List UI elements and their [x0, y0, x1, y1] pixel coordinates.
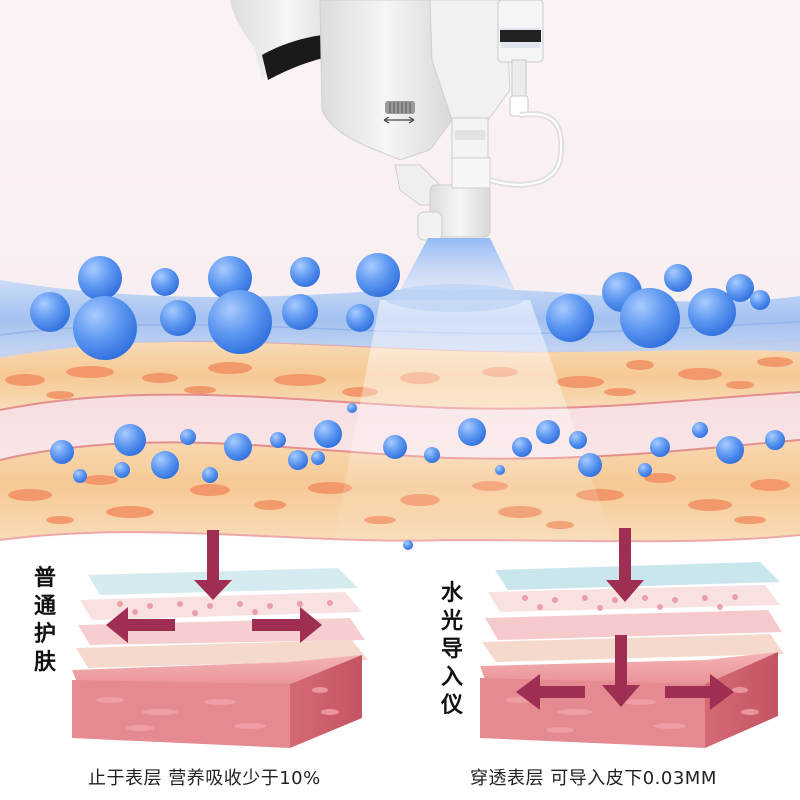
syringe-tip [511, 59, 527, 101]
block-cells [117, 600, 333, 616]
block-layer [482, 634, 784, 662]
block-texture [506, 687, 759, 733]
arrow-down-icon [194, 530, 232, 600]
block-layer [76, 640, 368, 668]
neck-ring [455, 130, 485, 140]
skin-block-water-light [480, 562, 784, 748]
arrows-water-light [516, 528, 734, 710]
fluid-tube-inner [489, 113, 563, 186]
nozzle-tip [451, 157, 491, 189]
fluid-tube [489, 111, 565, 188]
water-injector-device [230, 0, 565, 241]
block-side-face [705, 652, 778, 748]
caption-water-light-device: 穿透表层 可导入皮下0.03MM [470, 768, 717, 789]
arrows-normal-care [106, 530, 322, 643]
arrow-down-deep-icon [602, 635, 640, 707]
mist-cloud [385, 284, 525, 312]
arrow-left-icon [516, 674, 585, 710]
arrow-down-icon [606, 528, 644, 602]
water-droplets-absorbed [50, 403, 785, 550]
arrow-right-icon [252, 607, 322, 643]
arrow-left-icon [106, 607, 175, 643]
syringe-plunger [500, 30, 541, 42]
water-droplets-surface [30, 253, 770, 360]
block-layer [485, 610, 782, 640]
caption-normal-care: 止于表层 营养吸收少于10% [88, 768, 321, 789]
wheel-ridges [389, 102, 411, 113]
nozzle-side-cap [417, 211, 443, 241]
block-texture [96, 687, 339, 731]
block-front-face [72, 680, 290, 748]
block-top-face [480, 652, 778, 688]
adjust-wheel [385, 101, 415, 114]
block-side-face [290, 655, 362, 748]
block-cells [522, 594, 738, 611]
mist-spray [395, 238, 520, 300]
label-water-light-device: 水光导入仪 [440, 581, 463, 718]
wheel-arrows-icon [383, 116, 415, 124]
block-layer [488, 585, 780, 612]
arrow-right-icon [665, 674, 734, 710]
block-top-face [72, 655, 362, 690]
block-top-layer [495, 562, 780, 590]
device-body [319, 0, 453, 161]
skin-block-normal-care [72, 568, 368, 748]
device-handle [230, 0, 345, 80]
syringe-connector [509, 95, 529, 117]
label-normal-care: 普通护肤 [33, 566, 56, 675]
handle-grip [262, 34, 332, 80]
block-layer [80, 592, 362, 620]
